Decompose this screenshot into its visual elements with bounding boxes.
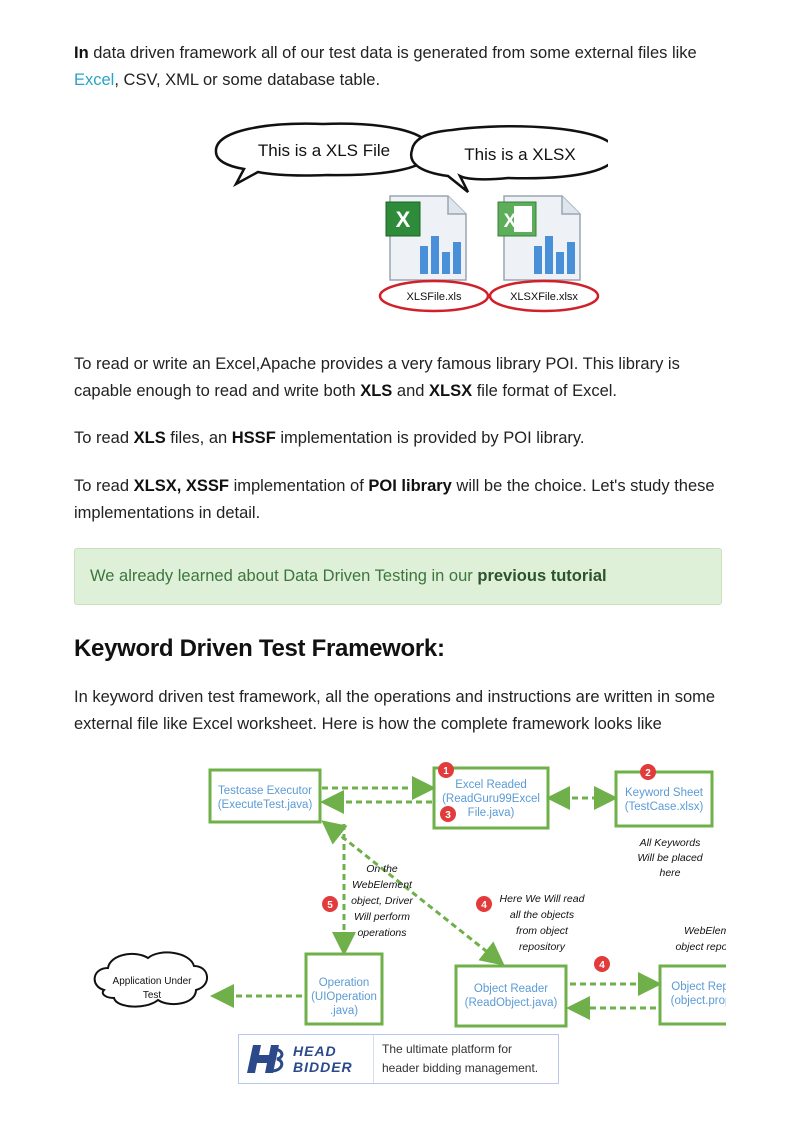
hssf-paragraph: To read XLS files, an HSSF implementatio…	[74, 429, 585, 447]
svg-text:2: 2	[645, 768, 651, 779]
object-repository-box: Object Repository (object.properties)	[658, 964, 726, 1026]
excel-link[interactable]: Excel	[74, 71, 115, 89]
step-4-marker	[476, 896, 492, 912]
svg-text:Operation: Operation	[319, 977, 370, 989]
svg-text:object, Driver: object, Driver	[351, 895, 413, 907]
svg-text:Object Reader: Object Reader	[474, 983, 548, 995]
svg-text:X: X	[504, 211, 517, 232]
svg-text:WebElement: WebElement	[352, 879, 413, 891]
xls-file-label: XLSFile.xls	[406, 291, 462, 303]
read-objects-note: Here We Will read all the objects from o…	[500, 893, 586, 953]
operation-box: Operation (UIOperation .java)	[304, 952, 384, 1026]
svg-text:(ReadGuru99Excel: (ReadGuru99Excel	[442, 793, 540, 805]
headbidder-logo: HEAD BIDDER	[239, 1035, 374, 1083]
excel-reader-box: Excel Readed (ReadGuru99Excel File.java)	[432, 766, 550, 830]
svg-text:Will perform: Will perform	[354, 911, 410, 923]
webelement-driver-note: On the WebElement object, Driver Will pe…	[351, 863, 413, 939]
section-heading: Keyword Driven Test Framework:	[74, 635, 445, 662]
svg-text:File.java): File.java)	[468, 807, 515, 819]
step-5-marker	[322, 896, 338, 912]
svg-text:operations: operations	[357, 927, 407, 939]
keywords-note: All Keywords Will be placed here	[637, 837, 703, 879]
svg-text:Test: Test	[143, 990, 162, 1001]
xls-file-icon: X	[385, 195, 467, 281]
step-2-marker	[640, 764, 656, 780]
svg-text:X: X	[396, 207, 411, 232]
svg-text:Will be placed: Will be placed	[637, 852, 703, 864]
svg-text:Testcase Executor: Testcase Executor	[218, 785, 312, 797]
svg-text:(object.properties): (object.properties)	[671, 995, 726, 1007]
svg-text:On the: On the	[366, 863, 398, 875]
svg-text:object repository: object repository	[675, 941, 726, 953]
info-callout: We already learned about Data Driven Tes…	[74, 548, 722, 605]
svg-text:Application Under: Application Under	[113, 976, 193, 987]
svg-text:4: 4	[481, 900, 487, 911]
svg-text:3: 3	[445, 810, 451, 821]
object-reader-box: Object Reader (ReadObject.java)	[454, 964, 568, 1028]
xls-xlsx-figure: This is a XLS File This is a XLSX X X	[208, 118, 608, 330]
svg-text:here: here	[659, 867, 680, 879]
speech-bubble-right: This is a XLSX	[409, 125, 608, 193]
keyword-framework-paragraph: In keyword driven test framework, all th…	[74, 688, 716, 733]
svg-text:Excel Readed: Excel Readed	[455, 779, 527, 791]
headbidder-ad-banner[interactable]: HEAD BIDDER The ultimate platform for he…	[238, 1034, 559, 1084]
svg-text:Keyword Sheet: Keyword Sheet	[625, 787, 704, 799]
bubble-right-text: This is a XLSX	[464, 145, 576, 164]
svg-text:4: 4	[599, 960, 605, 971]
keyword-sheet-box: Keyword Sheet (TestCase.xlsx)	[614, 770, 714, 828]
svg-text:.java): .java)	[330, 1005, 358, 1017]
speech-bubble-left: This is a XLS File	[214, 122, 432, 188]
headbidder-hb-icon	[247, 1045, 284, 1073]
ad-tagline: The ultimate platform for header bidding…	[382, 1042, 539, 1075]
keyword-framework-diagram: Testcase Executor (ExecuteTest.java) Exc…	[93, 762, 726, 1028]
svg-text:1: 1	[443, 766, 449, 777]
testcase-executor-box: Testcase Executor (ExecuteTest.java)	[208, 768, 322, 824]
step-3-marker	[440, 806, 456, 822]
xlsx-file-icon: X	[497, 195, 581, 281]
xlsx-file-label: XLSXFile.xlsx	[510, 291, 578, 303]
step-4-repository-marker	[594, 956, 610, 972]
svg-text:(ReadObject.java): (ReadObject.java)	[465, 997, 558, 1009]
svg-text:all the objects: all the objects	[510, 909, 575, 921]
previous-tutorial-link[interactable]: previous tutorial	[477, 567, 607, 585]
intro-paragraph: In data driven framework all of our test…	[74, 44, 697, 89]
svg-text:5: 5	[327, 900, 333, 911]
svg-text:All Keywords: All Keywords	[639, 837, 701, 849]
object-repository-note: WebElement object repository	[675, 925, 726, 953]
application-under-test-cloud: Application Under Test	[93, 951, 208, 1008]
svg-text:Here We Will read: Here We Will read	[500, 893, 586, 905]
poi-library-paragraph: To read or write an Excel,Apache provide…	[74, 355, 680, 400]
svg-text:WebElement: WebElement	[684, 925, 726, 937]
lead-word: In	[74, 44, 89, 62]
svg-text:repository: repository	[519, 941, 566, 953]
svg-text:from object: from object	[516, 925, 569, 937]
svg-text:Object Repository: Object Repository	[671, 981, 726, 993]
svg-text:(UIOperation: (UIOperation	[311, 991, 377, 1003]
step-1-marker	[438, 762, 454, 778]
bubble-left-text: This is a XLS File	[258, 141, 390, 160]
xssf-paragraph: To read XLSX, XSSF implementation of POI…	[74, 477, 715, 522]
svg-text:(TestCase.xlsx): (TestCase.xlsx)	[625, 801, 704, 813]
svg-text:(ExecuteTest.java): (ExecuteTest.java)	[218, 799, 313, 811]
